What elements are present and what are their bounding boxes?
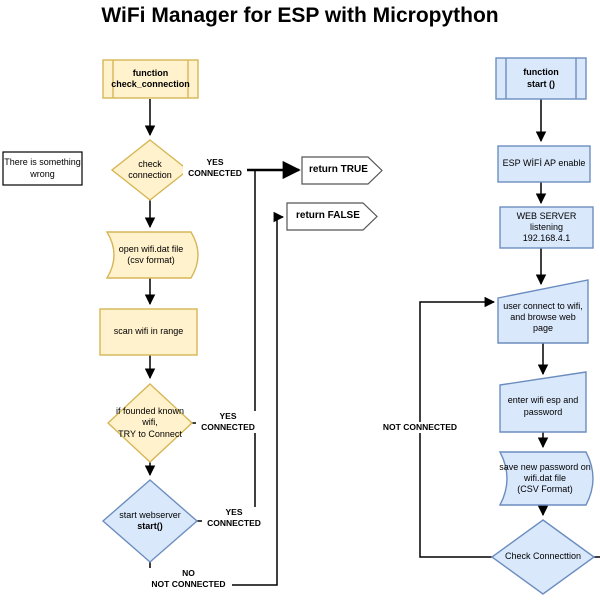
edge-label-yes-connected-3: YES CONNECTED bbox=[202, 507, 266, 530]
node-function-start bbox=[495, 57, 587, 100]
node-return-true bbox=[301, 156, 383, 185]
node-ap-enable bbox=[497, 145, 591, 183]
node-check-connecttion-diamond bbox=[490, 519, 596, 595]
node-side-note bbox=[2, 151, 83, 186]
node-check-connection-diamond bbox=[110, 139, 190, 201]
edge-label-not-connected: NOT CONNECTED bbox=[377, 422, 463, 434]
node-scan-wifi bbox=[99, 308, 198, 356]
edge-label-no-not-connected: NO NOT CONNECTED bbox=[145, 568, 232, 591]
node-try-connect-diamond bbox=[106, 383, 194, 463]
node-open-wifi-dat bbox=[105, 231, 199, 279]
node-return-false bbox=[286, 202, 378, 231]
page-title: WiFi Manager for ESP with Micropython bbox=[101, 4, 499, 27]
edge-label-yes-connected-2: YES CONNECTED bbox=[196, 411, 260, 434]
node-enter-credentials bbox=[499, 371, 587, 433]
edge-label-yes-connected-1: YES CONNECTED bbox=[183, 157, 247, 180]
node-function-check-connection bbox=[102, 59, 199, 99]
node-user-connect bbox=[497, 279, 589, 344]
node-web-server bbox=[499, 206, 594, 249]
node-save-password bbox=[498, 451, 594, 506]
node-start-webserver-diamond bbox=[101, 479, 199, 563]
